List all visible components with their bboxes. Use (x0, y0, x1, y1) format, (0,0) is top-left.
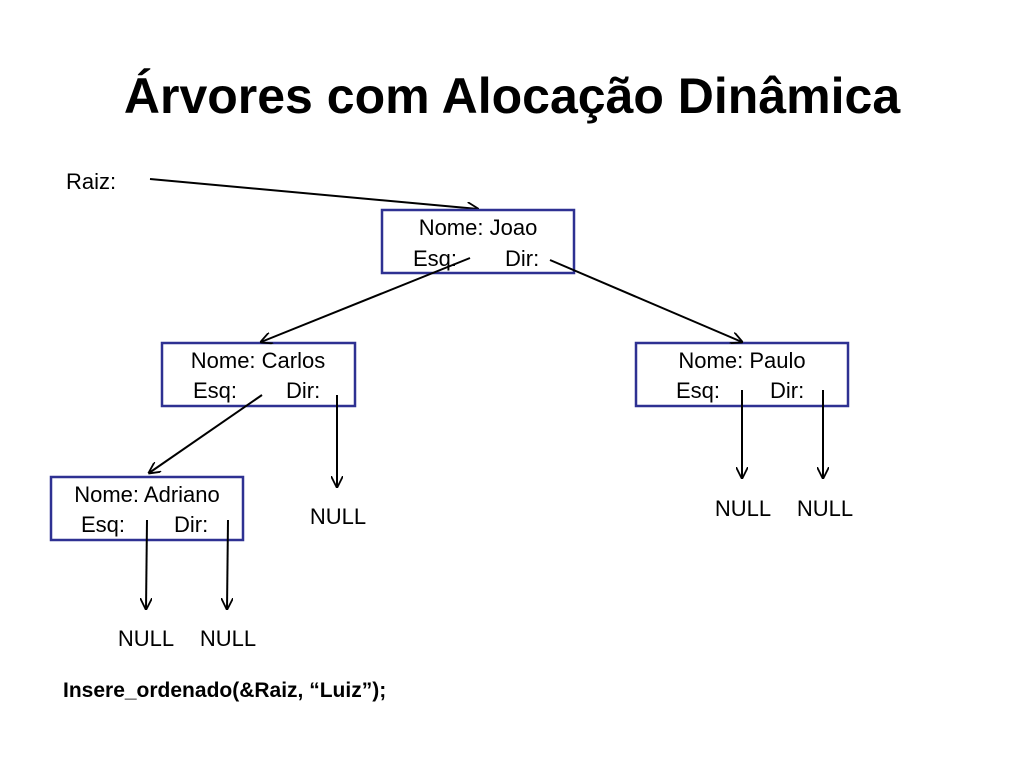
node-dir-label: Dir: (505, 246, 539, 271)
null-label: NULL (118, 626, 174, 651)
node-name: Nome: Joao (419, 215, 538, 240)
node-esq-label: Esq: (413, 246, 457, 271)
root-label: Raiz: (66, 169, 116, 194)
tree-node-adriano: Nome: Adriano Esq: Dir: (49, 475, 245, 542)
node-name: Nome: Adriano (74, 482, 220, 507)
null-label: NULL (200, 626, 256, 651)
node-dir-label: Dir: (770, 378, 804, 403)
function-call-text: Insere_ordenado(&Raiz, “Luiz”); (63, 679, 387, 702)
node-name: Nome: Paulo (678, 348, 805, 373)
slide-title: Árvores com Alocação Dinâmica (123, 68, 901, 124)
null-label: NULL (715, 496, 771, 521)
node-dir-label: Dir: (286, 378, 320, 403)
node-esq-label: Esq: (81, 512, 125, 537)
edge-joao-to-carlos (261, 257, 471, 342)
edge-carlos-to-adriano (149, 394, 263, 473)
node-esq-label: Esq: (193, 378, 237, 403)
node-esq-label: Esq: (676, 378, 720, 403)
edge-adriano-dir-null (227, 519, 228, 609)
root-pointer-arrow (149, 178, 478, 209)
null-label: NULL (310, 504, 366, 529)
node-dir-label: Dir: (174, 512, 208, 537)
edge-joao-to-paulo (549, 259, 742, 342)
node-name: Nome: Carlos (191, 348, 325, 373)
edge-adriano-esq-null (146, 519, 147, 609)
node-box (380, 208, 576, 275)
tree-node-joao: Nome: Joao Esq: Dir: (380, 208, 576, 275)
null-label: NULL (797, 496, 853, 521)
